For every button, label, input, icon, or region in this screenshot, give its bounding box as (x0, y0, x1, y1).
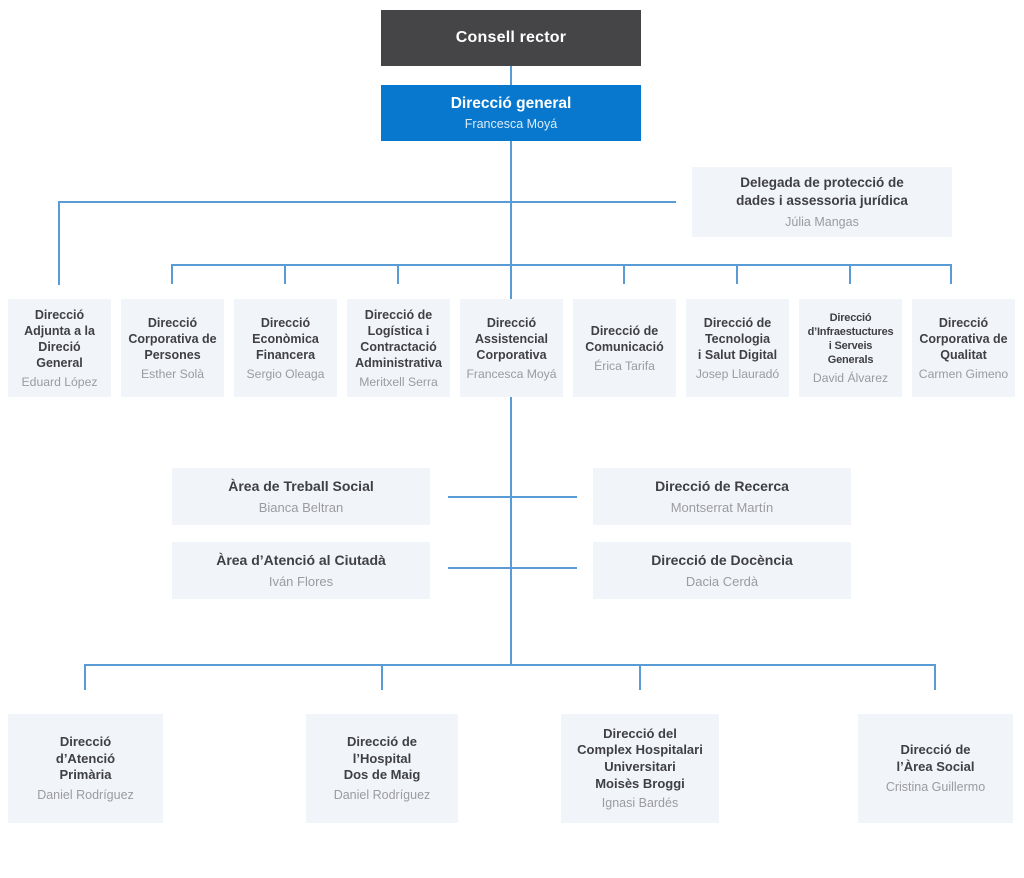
node-title: Direcció de l’Àrea Social (896, 742, 975, 774)
node-title: Direcció del Complex Hospitalari Univers… (577, 725, 703, 791)
connector-level2-drop (736, 264, 738, 284)
node-person: Sergio Oleaga (246, 366, 325, 381)
node-title: Direcció Econòmica Financera (252, 315, 319, 362)
org-node-economica-financera: Direcció Econòmica Financera Sergio Olea… (234, 299, 337, 397)
node-title: Direcció Assistencial Corporativa (475, 315, 548, 362)
connector-root-to-general (510, 66, 512, 85)
node-person: Francesca Moyá (466, 366, 557, 381)
connector-level3-row2 (448, 567, 577, 569)
org-node-tecnologia-salut-digital: Direcció de Tecnologia i Salut Digital J… (686, 299, 789, 397)
connector-level4-drop (84, 664, 86, 690)
org-node-infraestructures-serveis: Direcció d’Infraestuctures i Serveis Gen… (799, 299, 902, 397)
node-title: Direcció de Recerca (655, 477, 789, 494)
node-title: Direcció de Comunicació (585, 323, 664, 354)
org-node-hospital-dos-de-maig: Direcció de l’Hospital Dos de Maig Danie… (306, 714, 458, 823)
connector-level2-drop (397, 264, 399, 284)
node-person: Daniel Rodríguez (333, 787, 431, 802)
node-title: Delegada de protecció de dades i assesso… (736, 175, 908, 208)
node-person: Eduard López (21, 374, 98, 389)
connector-level2-drop (171, 264, 173, 284)
org-node-comunicacio: Direcció de Comunicació Érica Tarifa (573, 299, 676, 397)
node-person: Daniel Rodríguez (37, 787, 134, 802)
connector-level2-drop (950, 264, 952, 284)
connector-level4-bus (84, 664, 936, 666)
node-title: Direcció de Tecnologia i Salut Digital (697, 315, 778, 362)
node-person: Meritxell Serra (359, 374, 438, 389)
node-person: Montserrat Martín (670, 499, 774, 515)
node-person: Júlia Mangas (785, 214, 859, 229)
node-person: Dacia Cerdà (685, 573, 759, 589)
connector-level2-drop (284, 264, 286, 284)
node-title: Direcció de Logística i Contractació Adm… (355, 307, 442, 370)
node-title: Direcció Corporativa de Persones (128, 315, 217, 362)
connector-level3-row1 (448, 496, 577, 498)
org-node-area-atencio-ciutada: Àrea d’Atenció al Ciutadà Iván Flores (172, 542, 430, 599)
node-person: Cristina Guillermo (885, 779, 986, 794)
org-node-direccio-docencia: Direcció de Docència Dacia Cerdà (593, 542, 851, 599)
node-person: Francesca Moyá (464, 116, 558, 131)
node-person: Bianca Beltran (258, 499, 344, 515)
org-node-delegada-proteccio-dades: Delegada de protecció de dades i assesso… (692, 167, 952, 237)
connector-level2-bus (171, 264, 952, 266)
org-node-consell-rector: Consell rector (381, 10, 641, 66)
org-node-corporativa-persones: Direcció Corporativa de Persones Esther … (121, 299, 224, 397)
connector-level4-drop (639, 664, 641, 690)
org-node-area-social: Direcció de l’Àrea Social Cristina Guill… (858, 714, 1013, 823)
node-title: Direcció de l’Hospital Dos de Maig (343, 734, 421, 783)
connector-general-trunk (510, 141, 512, 299)
connector-staff-branch (58, 201, 676, 203)
node-title: Direcció general (450, 95, 572, 113)
node-person: Esther Solà (140, 366, 204, 381)
connector-level4-drop (934, 664, 936, 690)
node-title: Direcció de Docència (651, 551, 793, 568)
node-title: Àrea de Treball Social (228, 477, 374, 494)
org-node-direccio-general: Direcció general Francesca Moyá (381, 85, 641, 141)
node-title: Direcció d’Infraestuctures i Serveis Gen… (807, 311, 894, 366)
node-person: David Álvarez (812, 370, 889, 385)
connector-level2-drop (849, 264, 851, 284)
node-title: Direcció Adjunta a la Direció General (24, 307, 95, 370)
org-node-complex-hospitalari-moises-broggi: Direcció del Complex Hospitalari Univers… (561, 714, 719, 823)
org-node-assistencial-corporativa: Direcció Assistencial Corporativa France… (460, 299, 563, 397)
node-person: Carmen Gimeno (918, 366, 1009, 381)
org-node-direccio-adjunta: Direcció Adjunta a la Direció General Ed… (8, 299, 111, 397)
org-node-logistica-contractacio: Direcció de Logística i Contractació Adm… (347, 299, 450, 397)
connector-assistencial-trunk (510, 397, 512, 665)
node-person: Ignasi Bardés (601, 796, 679, 811)
org-node-atencio-primaria: Direcció d’Atenció Primària Daniel Rodrí… (8, 714, 163, 823)
connector-level2-drop (623, 264, 625, 284)
node-person: Iván Flores (268, 573, 334, 589)
node-person: Érica Tarifa (594, 358, 655, 373)
connector-adjunta-drop (58, 201, 60, 285)
node-title: Direcció d’Atenció Primària (55, 734, 116, 783)
org-node-direccio-recerca: Direcció de Recerca Montserrat Martín (593, 468, 851, 525)
org-node-corporativa-qualitat: Direcció Corporativa de Qualitat Carmen … (912, 299, 1015, 397)
node-title: Consell rector (455, 28, 567, 46)
node-title: Àrea d’Atenció al Ciutadà (216, 551, 386, 568)
node-title: Direcció Corporativa de Qualitat (919, 315, 1008, 362)
connector-level4-drop (381, 664, 383, 690)
org-node-area-treball-social: Àrea de Treball Social Bianca Beltran (172, 468, 430, 525)
node-person: Josep Llauradó (695, 366, 780, 381)
